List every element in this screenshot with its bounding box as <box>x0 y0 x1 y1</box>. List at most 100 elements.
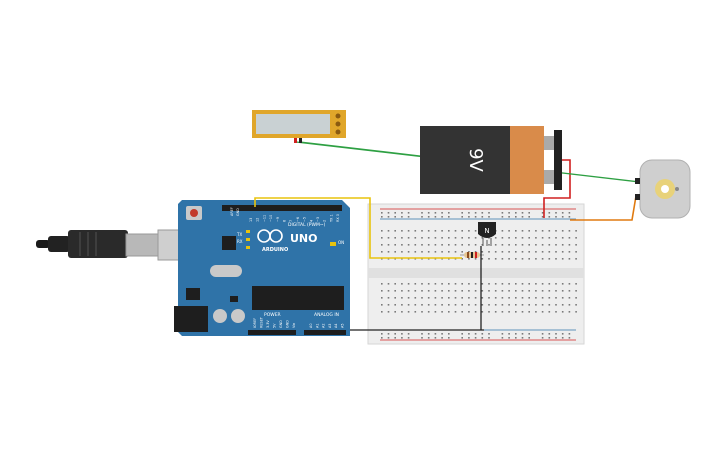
breadboard-hole[interactable] <box>434 216 437 218</box>
breadboard-hole[interactable] <box>387 216 390 218</box>
breadboard-hole[interactable] <box>454 251 457 253</box>
breadboard-hole[interactable] <box>421 333 423 335</box>
breadboard-hole[interactable] <box>508 244 510 246</box>
breadboard-hole[interactable] <box>494 297 497 299</box>
breadboard-hole[interactable] <box>414 304 417 306</box>
breadboard-hole[interactable] <box>548 237 551 239</box>
breadboard-hole[interactable] <box>394 333 396 335</box>
breadboard-hole[interactable] <box>521 244 524 246</box>
breadboard-hole[interactable] <box>568 283 571 285</box>
breadboard-hole[interactable] <box>474 251 477 253</box>
breadboard-hole[interactable] <box>535 290 537 292</box>
breadboard-hole[interactable] <box>528 297 530 299</box>
breadboard-hole[interactable] <box>448 251 450 253</box>
breadboard-hole[interactable] <box>468 251 470 253</box>
breadboard-hole[interactable] <box>441 290 443 292</box>
breadboard-hole[interactable] <box>561 230 564 232</box>
breadboard-hole[interactable] <box>394 230 396 232</box>
breadboard-hole[interactable] <box>448 337 450 339</box>
breadboard-hole[interactable] <box>521 311 524 313</box>
breadboard-hole[interactable] <box>421 230 423 232</box>
breadboard-hole[interactable] <box>461 237 463 239</box>
breadboard-hole[interactable] <box>521 297 524 299</box>
breadboard-hole[interactable] <box>448 212 450 214</box>
breadboard-hole[interactable] <box>568 230 571 232</box>
breadboard-hole[interactable] <box>501 311 504 313</box>
breadboard-hole[interactable] <box>448 290 450 292</box>
breadboard-hole[interactable] <box>387 237 390 239</box>
breadboard-hole[interactable] <box>515 212 517 214</box>
breadboard-hole[interactable] <box>528 290 530 292</box>
breadboard-hole[interactable] <box>401 216 403 218</box>
breadboard-hole[interactable] <box>555 212 557 214</box>
breadboard-hole[interactable] <box>414 290 417 292</box>
breadboard-hole[interactable] <box>561 297 564 299</box>
breadboard-hole[interactable] <box>481 290 484 292</box>
breadboard-hole[interactable] <box>548 216 551 218</box>
breadboard-hole[interactable] <box>441 216 443 218</box>
breadboard-hole[interactable] <box>535 230 537 232</box>
breadboard-hole[interactable] <box>401 283 403 285</box>
breadboard-hole[interactable] <box>561 290 564 292</box>
breadboard-hole[interactable] <box>575 290 577 292</box>
breadboard-hole[interactable] <box>575 258 577 260</box>
breadboard-hole[interactable] <box>528 333 530 335</box>
breadboard-hole[interactable] <box>407 337 410 339</box>
breadboard-hole[interactable] <box>401 290 403 292</box>
breadboard-hole[interactable] <box>448 244 450 246</box>
breadboard-hole[interactable] <box>394 311 396 313</box>
breadboard-hole[interactable] <box>515 304 517 306</box>
breadboard-hole[interactable] <box>381 283 383 285</box>
breadboard-hole[interactable] <box>555 297 557 299</box>
breadboard-hole[interactable] <box>555 244 557 246</box>
breadboard-hole[interactable] <box>468 304 470 306</box>
breadboard-hole[interactable] <box>488 258 490 260</box>
breadboard-hole[interactable] <box>468 283 470 285</box>
breadboard-hole[interactable] <box>414 283 417 285</box>
breadboard-hole[interactable] <box>407 333 410 335</box>
breadboard-hole[interactable] <box>387 297 390 299</box>
breadboard-hole[interactable] <box>441 251 443 253</box>
breadboard-hole[interactable] <box>448 297 450 299</box>
breadboard-hole[interactable] <box>448 216 450 218</box>
breadboard-hole[interactable] <box>407 237 410 239</box>
breadboard-hole[interactable] <box>468 297 470 299</box>
breadboard-hole[interactable] <box>448 237 450 239</box>
breadboard-hole[interactable] <box>515 230 517 232</box>
breadboard-hole[interactable] <box>434 311 437 313</box>
breadboard-hole[interactable] <box>535 304 537 306</box>
breadboard-hole[interactable] <box>568 251 571 253</box>
breadboard-hole[interactable] <box>421 297 423 299</box>
breadboard-hole[interactable] <box>515 258 517 260</box>
breadboard-hole[interactable] <box>555 258 557 260</box>
breadboard-hole[interactable] <box>394 337 396 339</box>
breadboard-hole[interactable] <box>441 230 443 232</box>
breadboard-hole[interactable] <box>381 212 383 214</box>
breadboard-hole[interactable] <box>461 283 463 285</box>
breadboard-hole[interactable] <box>468 290 470 292</box>
breadboard-hole[interactable] <box>521 304 524 306</box>
breadboard-hole[interactable] <box>407 244 410 246</box>
breadboard-hole[interactable] <box>474 290 477 292</box>
breadboard-hole[interactable] <box>541 244 544 246</box>
breadboard-hole[interactable] <box>535 283 537 285</box>
breadboard-hole[interactable] <box>555 237 557 239</box>
breadboard-hole[interactable] <box>488 333 490 335</box>
breadboard-hole[interactable] <box>381 290 383 292</box>
breadboard-hole[interactable] <box>454 283 457 285</box>
breadboard-hole[interactable] <box>528 212 530 214</box>
breadboard-hole[interactable] <box>501 283 504 285</box>
breadboard-hole[interactable] <box>387 311 390 313</box>
breadboard-hole[interactable] <box>494 251 497 253</box>
breadboard-hole[interactable] <box>381 244 383 246</box>
breadboard-hole[interactable] <box>421 337 423 339</box>
breadboard-hole[interactable] <box>394 212 396 214</box>
breadboard-hole[interactable] <box>474 244 477 246</box>
breadboard-hole[interactable] <box>561 244 564 246</box>
breadboard-hole[interactable] <box>508 290 510 292</box>
breadboard-hole[interactable] <box>481 212 484 214</box>
breadboard-hole[interactable] <box>434 290 437 292</box>
breadboard-hole[interactable] <box>407 311 410 313</box>
breadboard-hole[interactable] <box>401 237 403 239</box>
breadboard-hole[interactable] <box>515 237 517 239</box>
